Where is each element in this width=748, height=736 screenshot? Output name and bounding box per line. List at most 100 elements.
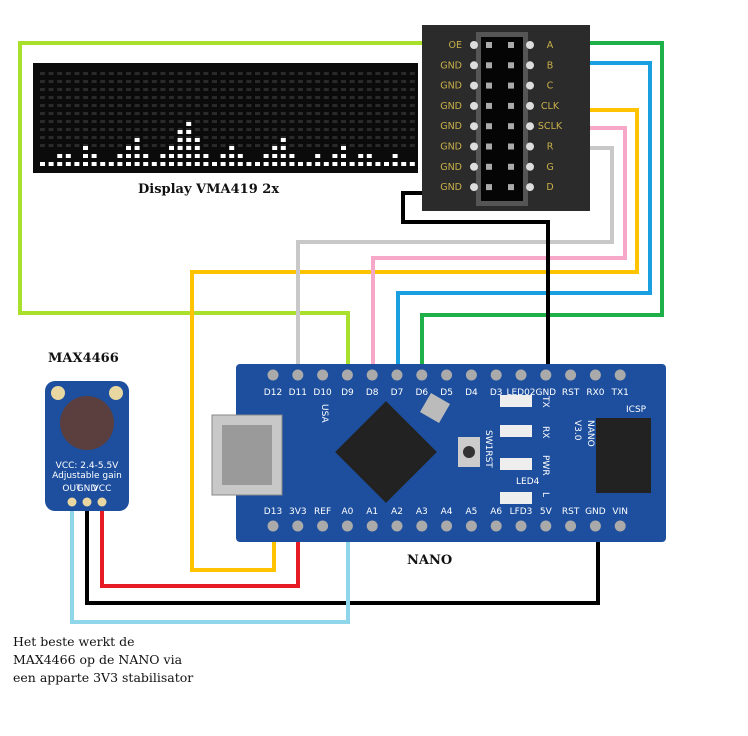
rx-led-label: RX	[540, 426, 550, 438]
nano-pin-label: TX1	[611, 388, 629, 398]
nano-pin-label: GND	[535, 388, 556, 398]
connector-pin-label: OE	[449, 40, 462, 51]
note-line: een apparte 3V3 stabilisator	[13, 670, 194, 685]
connector-pin-label: A	[547, 40, 554, 51]
nano-pin-label: REF	[314, 507, 331, 517]
icsp-header	[596, 418, 651, 493]
nano-pin	[341, 369, 353, 381]
nano-pin-label: D10	[313, 388, 332, 398]
connector-pin-label: D	[546, 182, 553, 193]
wire-b-d7	[396, 61, 652, 372]
nano-pin-label: RST	[562, 507, 580, 517]
nano-pin	[465, 369, 477, 381]
nano-pin	[515, 520, 527, 532]
mic-gain-text: Adjustable gain	[52, 471, 122, 481]
nano-pin-label: 3V3	[289, 507, 307, 517]
nano-pin-label: D7	[391, 388, 404, 398]
connector-pin-label: B	[547, 60, 554, 71]
nano-pin-label: VIN	[612, 507, 628, 517]
connector-pin-label: GND	[440, 142, 462, 153]
icsp-label: ICSP	[626, 405, 647, 415]
nano-pin	[540, 520, 552, 532]
nano-pin-label: D3	[490, 388, 503, 398]
display-label: Display VMA419 2x	[138, 182, 280, 197]
nano-pin	[366, 369, 378, 381]
nano-pin-label: A1	[366, 507, 378, 517]
nano-pin	[391, 520, 403, 532]
mic-label: MAX4466	[48, 351, 119, 366]
note-line: Het beste werkt de	[13, 634, 135, 649]
usa-label: USA	[319, 404, 329, 423]
nano-pin-label: D9	[341, 388, 354, 398]
nano-pin-label: 5V	[540, 507, 553, 517]
nano-pin	[589, 369, 601, 381]
nano-pin	[391, 369, 403, 381]
connector-pin-label: R	[547, 142, 554, 153]
nano-pin	[490, 520, 502, 532]
nano-pin-label: A4	[441, 507, 453, 517]
nano-pin-label: D4	[465, 388, 478, 398]
nano-pin	[589, 520, 601, 532]
nano-pin	[267, 369, 279, 381]
nano-pin-label: A3	[416, 507, 428, 517]
nano-pin-label: D6	[415, 388, 428, 398]
nano-pin	[267, 520, 279, 532]
nano-version-text: V3.0	[572, 420, 582, 441]
reset-switch-label: SW1RST	[483, 430, 493, 468]
nano-pin	[441, 520, 453, 532]
nano-pin-label: D13	[264, 507, 282, 517]
nano-pin	[441, 369, 453, 381]
nano-pin	[366, 520, 378, 532]
nano-pin-label: A5	[465, 507, 477, 517]
nano-pin	[292, 369, 304, 381]
led4-label: LED4	[516, 477, 540, 487]
nano-pin	[490, 369, 502, 381]
nano-pin	[515, 369, 527, 381]
nano-pin	[341, 520, 353, 532]
wire-vcc-3v3	[100, 505, 300, 588]
mic-pin-vcc: VCC	[93, 484, 112, 494]
nano-pin	[614, 369, 626, 381]
nano-pin	[416, 520, 428, 532]
nano-pin-label: A6	[490, 507, 502, 517]
nano-pin-label: D8	[366, 388, 379, 398]
nano-pin	[416, 369, 428, 381]
nano-pin-label: LED02	[506, 388, 535, 398]
nano-pin-label: D5	[440, 388, 453, 398]
nano-pin	[565, 369, 577, 381]
tx-led-label: TX	[540, 395, 550, 408]
wire-sclk-d8	[371, 126, 627, 372]
nano-pin-label: A0	[341, 507, 353, 517]
connector-pin-label: C	[547, 81, 554, 92]
note-line: MAX4466 op de NANO via	[13, 652, 183, 667]
nano-pin	[317, 369, 329, 381]
nano-pin-label: RST	[562, 388, 580, 398]
nano-pin	[614, 520, 626, 532]
wire-gnd-gnd-mic	[85, 505, 600, 605]
microphone-icon	[60, 396, 114, 450]
connector-pin-label: G	[546, 162, 553, 173]
wire-gnd-gnd-display	[401, 191, 550, 372]
l-led-label: L	[540, 492, 550, 497]
connector-pin-label: CLK	[541, 101, 560, 112]
nano-pin	[292, 520, 304, 532]
led-display-image	[33, 63, 418, 173]
nano-pin	[317, 520, 329, 532]
nano-pin-label: D12	[264, 388, 282, 398]
nano-pin-label: A2	[391, 507, 403, 517]
pwr-led-label: PWR	[540, 455, 550, 476]
nano-pin	[540, 369, 552, 381]
nano-name-text: NANO	[585, 420, 595, 447]
connector-pin-label: GND	[440, 60, 462, 71]
wire-r-d11	[296, 146, 614, 372]
mic-spec-text: VCC: 2.4-5.5V	[56, 461, 119, 471]
nano-pin	[565, 520, 577, 532]
nano-pin-label: LFD3	[510, 507, 533, 517]
connector-pin-label: GND	[440, 182, 462, 193]
max4466-module: VCC: 2.4-5.5V Adjustable gain OUT GND VC…	[45, 381, 129, 511]
nano-pin-label: D11	[289, 388, 307, 398]
connector-pin-label: GND	[440, 81, 462, 92]
